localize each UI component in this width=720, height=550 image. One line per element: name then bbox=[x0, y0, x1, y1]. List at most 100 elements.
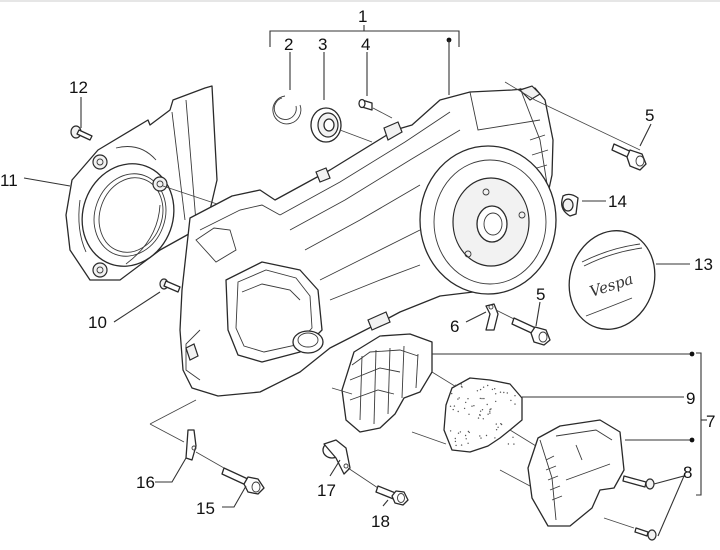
sponge-dot bbox=[460, 385, 463, 387]
sponge-dot bbox=[479, 388, 482, 391]
callout-14: 14 bbox=[608, 192, 627, 211]
callout-5-lower: 5 bbox=[536, 285, 545, 304]
sponge-dot bbox=[449, 405, 452, 407]
sponge-dot bbox=[479, 435, 481, 437]
sponge-dot bbox=[500, 423, 502, 425]
callout-labels: 1 2 3 4 5 5 6 7 8 9 10 11 12 13 14 15 16… bbox=[0, 7, 715, 531]
sponge-dot bbox=[467, 442, 469, 444]
sponge-dot bbox=[454, 440, 457, 443]
axis-line bbox=[339, 129, 373, 143]
callout-15: 15 bbox=[196, 499, 215, 518]
sponge-dot bbox=[477, 417, 480, 419]
assembly-1-bracket bbox=[269, 25, 460, 100]
sponge-dot bbox=[465, 438, 467, 440]
sponge-dot bbox=[454, 437, 456, 440]
part-2-circlip bbox=[272, 95, 302, 125]
sponge-dot bbox=[481, 397, 483, 400]
sponge-dot bbox=[453, 405, 456, 407]
sponge-dot bbox=[495, 400, 497, 403]
sponge-dot bbox=[449, 430, 452, 432]
leader-lines bbox=[23, 97, 707, 537]
sponge-dot bbox=[503, 391, 505, 394]
axis-line bbox=[504, 81, 641, 151]
callout-12: 12 bbox=[69, 78, 88, 97]
sponge-dot bbox=[512, 436, 514, 438]
sponge-dot bbox=[451, 392, 453, 395]
callout-17: 17 bbox=[317, 481, 336, 500]
sponge-dot bbox=[457, 398, 459, 400]
sponge-dot bbox=[455, 444, 457, 447]
sponge-dot bbox=[479, 410, 482, 412]
callout-9: 9 bbox=[686, 389, 695, 408]
callout-3: 3 bbox=[318, 35, 327, 54]
sponge-dot bbox=[490, 408, 492, 410]
callout-1: 1 bbox=[358, 7, 367, 26]
sponge-dot bbox=[491, 388, 494, 391]
sponge-dot bbox=[479, 414, 481, 416]
sponge-dot bbox=[495, 429, 498, 431]
callout-7: 7 bbox=[706, 412, 715, 431]
callout-18: 18 bbox=[371, 512, 390, 531]
part-14-clip-nut bbox=[561, 193, 579, 217]
sponge-dot bbox=[487, 413, 489, 415]
part-8-screw-lower bbox=[634, 527, 657, 541]
part-5-bolt-lower bbox=[511, 317, 551, 346]
part-15-bolt bbox=[221, 467, 265, 495]
sponge-dot bbox=[458, 397, 460, 399]
sponge-dot bbox=[495, 423, 497, 425]
part-3-bearing bbox=[310, 107, 342, 143]
sponge-dot bbox=[481, 409, 484, 411]
axis-line bbox=[331, 387, 353, 395]
sponge-dot bbox=[452, 408, 454, 411]
sponge-dot bbox=[467, 430, 470, 433]
sponge-dot bbox=[485, 434, 488, 437]
axis-line bbox=[509, 429, 537, 447]
callout-2: 2 bbox=[284, 35, 293, 54]
axis-line bbox=[499, 469, 531, 487]
part-10-screw bbox=[159, 278, 181, 293]
sponge-dot bbox=[506, 392, 508, 394]
axis-line bbox=[149, 423, 185, 443]
part-4-dowel-pin bbox=[358, 98, 373, 111]
sponge-dot bbox=[457, 410, 459, 413]
axis-line bbox=[149, 399, 197, 425]
callout-13: 13 bbox=[694, 255, 713, 274]
sponge-dot bbox=[463, 407, 466, 410]
sponge-dot bbox=[513, 443, 515, 445]
sponge-dot bbox=[459, 431, 462, 433]
grommet bbox=[92, 154, 108, 170]
sponge-dot bbox=[460, 444, 463, 446]
sponge-dot bbox=[486, 403, 488, 406]
sponge-dot bbox=[473, 405, 475, 407]
axis-line bbox=[195, 451, 225, 469]
sponge-dot bbox=[471, 405, 473, 407]
sponge-dot bbox=[457, 432, 460, 434]
sponge-dot bbox=[487, 384, 489, 387]
sponge-dot bbox=[482, 418, 484, 420]
part-16-bracket bbox=[185, 429, 197, 461]
grommet bbox=[152, 176, 168, 192]
sponge-dot bbox=[494, 437, 496, 439]
callout-16: 16 bbox=[136, 473, 155, 492]
grommet bbox=[92, 262, 108, 278]
sponge-dot bbox=[464, 434, 467, 437]
sponge-dot bbox=[499, 391, 502, 393]
part-6-bracket bbox=[485, 303, 499, 331]
sponge-dot bbox=[480, 437, 482, 439]
part-12-screw bbox=[70, 125, 93, 141]
part-8-screw-upper bbox=[622, 475, 655, 490]
part-18-bolt bbox=[375, 485, 409, 506]
part-13-badge-cover: Vespa bbox=[568, 230, 656, 330]
callout-10: 10 bbox=[88, 313, 107, 332]
part-5-bolt-upper bbox=[611, 143, 647, 171]
part-9-sponge-filter bbox=[443, 377, 523, 453]
sponge-dot bbox=[476, 390, 479, 392]
sponge-dot bbox=[479, 397, 481, 400]
sponge-dot bbox=[483, 397, 485, 400]
axis-line bbox=[495, 309, 517, 321]
sponge-dot bbox=[507, 443, 510, 445]
callout-8: 8 bbox=[683, 463, 692, 482]
sponge-dot bbox=[489, 412, 491, 414]
callout-11: 11 bbox=[0, 171, 18, 190]
